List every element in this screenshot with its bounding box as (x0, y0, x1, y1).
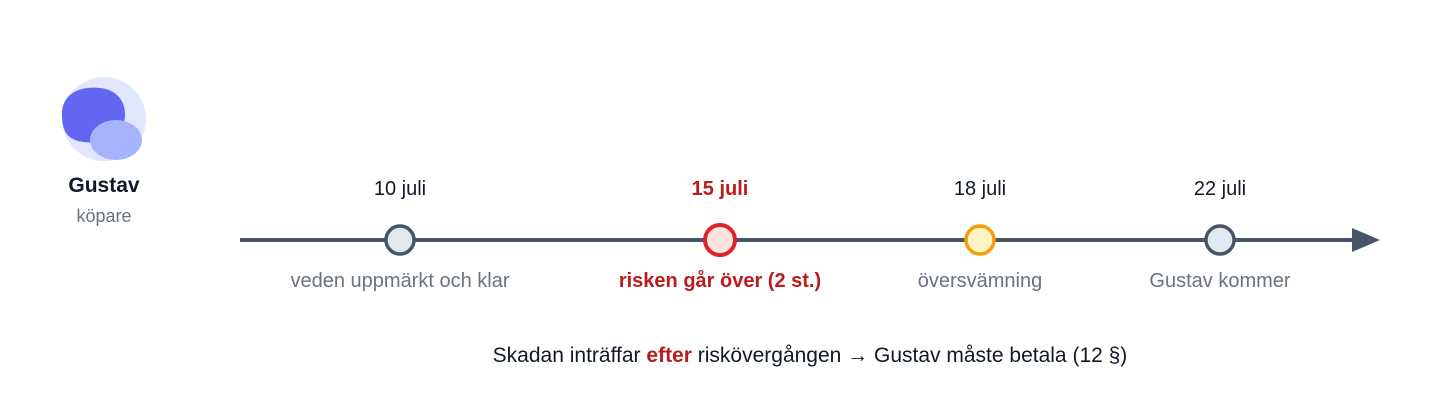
event-date-3: 18 juli (953, 178, 1007, 200)
event-label-3: översvämning (917, 270, 1043, 292)
event-date-4: 22 juli (1193, 178, 1247, 200)
person-avatar-icon (61, 77, 146, 161)
event-date-2: 15 juli (691, 178, 749, 200)
timeline-markers (384, 223, 1236, 257)
event-label-1: veden uppmärkt och klar (290, 270, 510, 292)
person-name: Gustav (68, 174, 140, 197)
event-marker-2 (703, 223, 737, 257)
person-role: köpare (76, 206, 132, 226)
conclusion-before: Skadan inträffar (492, 344, 647, 367)
timeline-arrow-icon (1352, 228, 1380, 252)
avatar-body-shape (90, 120, 142, 160)
event-marker-1 (384, 224, 416, 256)
conclusion-text: Skadan inträffar efter riskövergången → … (0, 344, 1440, 368)
conclusion-emphasis: efter (646, 344, 692, 367)
event-date-1: 10 juli (373, 178, 427, 200)
event-marker-3 (964, 224, 996, 256)
event-marker-4 (1204, 224, 1236, 256)
conclusion-after: riskövergången → Gustav måste betala (12… (691, 344, 1128, 367)
event-label-2: risken går över (2 st.) (618, 270, 822, 292)
event-label-4: Gustav kommer (1149, 270, 1291, 292)
